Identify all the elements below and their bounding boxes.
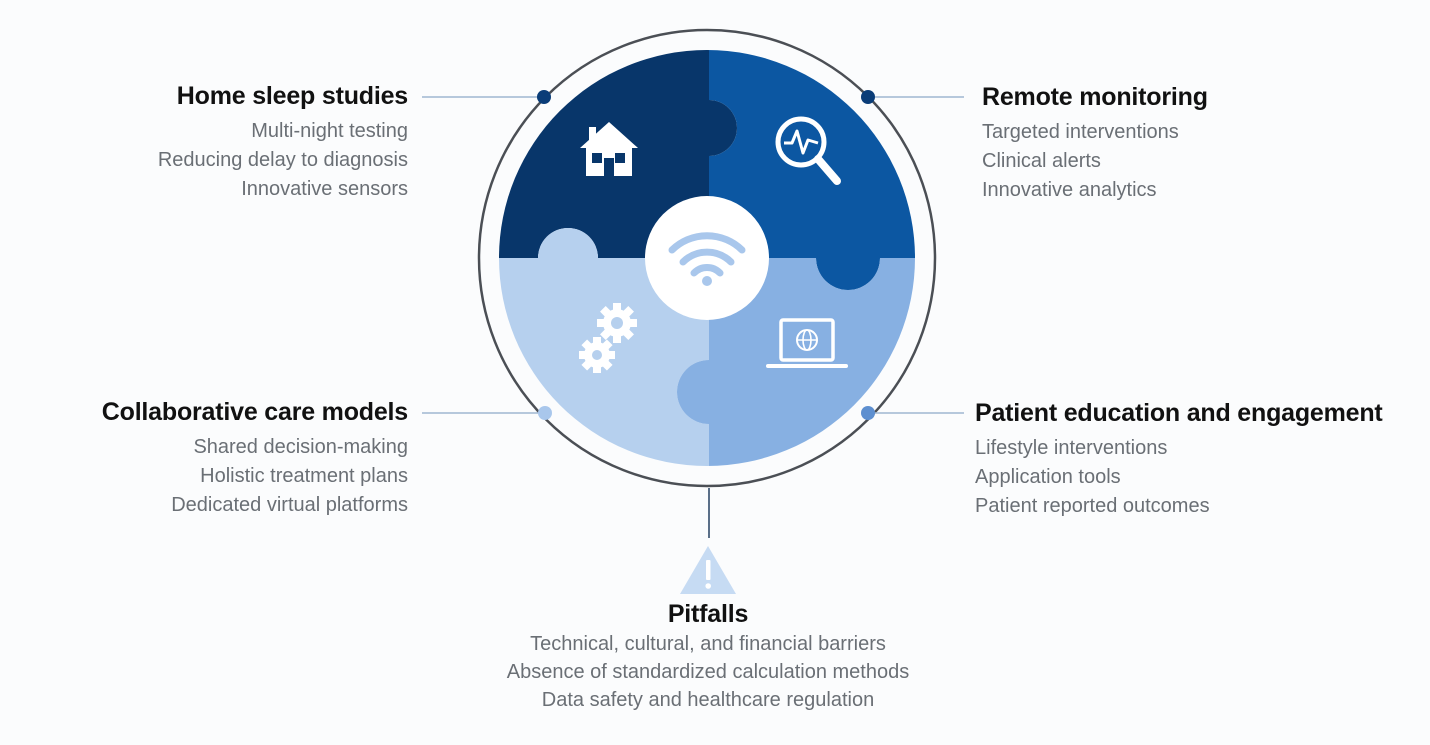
home-icon: [580, 122, 638, 176]
patient-education-item: Patient reported outcomes: [975, 495, 1210, 517]
remote-monitoring-item: Targeted interventions: [982, 121, 1179, 143]
remote-monitoring-block: Remote monitoring Targeted interventions…: [982, 81, 1208, 205]
home-sleep-item: Innovative sensors: [241, 178, 408, 200]
pitfalls-item: Data safety and healthcare regulation: [541, 689, 875, 711]
wifi-dot: [702, 276, 712, 286]
outer-ring: [477, 28, 937, 488]
collaborative-care-item: Holistic treatment plans: [200, 465, 408, 487]
connector-collaborative-care: [422, 406, 552, 420]
remote-monitoring-item: Innovative analytics: [982, 179, 1157, 201]
warning-icon: [680, 546, 736, 594]
pitfalls-item: Absence of standardized calculation meth…: [506, 661, 910, 683]
connector-patient-education: [861, 406, 964, 420]
home-sleep-title: Home sleep studies: [176, 82, 408, 110]
laptop-globe-icon: [766, 318, 848, 368]
home-sleep-block: Home sleep studies Multi-night testing R…: [158, 80, 408, 204]
wifi-icon: [668, 232, 746, 277]
home-sleep-item: Multi-night testing: [251, 120, 408, 142]
remote-monitoring-item: Clinical alerts: [982, 150, 1101, 172]
patient-education-item: Application tools: [975, 466, 1121, 488]
gear-small-icon: [579, 337, 615, 373]
collaborative-care-block: Collaborative care models Shared decisio…: [102, 396, 408, 520]
pitfalls-block: Pitfalls Technical, cultural, and financ…: [458, 598, 958, 714]
collaborative-care-title: Collaborative care models: [101, 398, 408, 426]
gear-large-icon: [597, 303, 637, 343]
collaborative-care-item: Dedicated virtual platforms: [171, 494, 408, 516]
patient-education-title: Patient education and engagement: [975, 399, 1383, 427]
magnifier-pulse-icon: [775, 116, 841, 185]
remote-monitoring-title: Remote monitoring: [982, 83, 1208, 111]
home-sleep-item: Reducing delay to diagnosis: [157, 149, 408, 171]
collaborative-care-item: Shared decision-making: [193, 436, 408, 458]
center-hub: [645, 196, 769, 320]
patient-education-item: Lifestyle interventions: [975, 437, 1168, 459]
connector-home-sleep: [422, 90, 551, 104]
pitfalls-item: Technical, cultural, and financial barri…: [530, 633, 886, 655]
patient-education-block: Patient education and engagement Lifesty…: [975, 397, 1383, 521]
pitfalls-title: Pitfalls: [667, 600, 749, 628]
connector-remote-monitoring: [861, 90, 964, 104]
